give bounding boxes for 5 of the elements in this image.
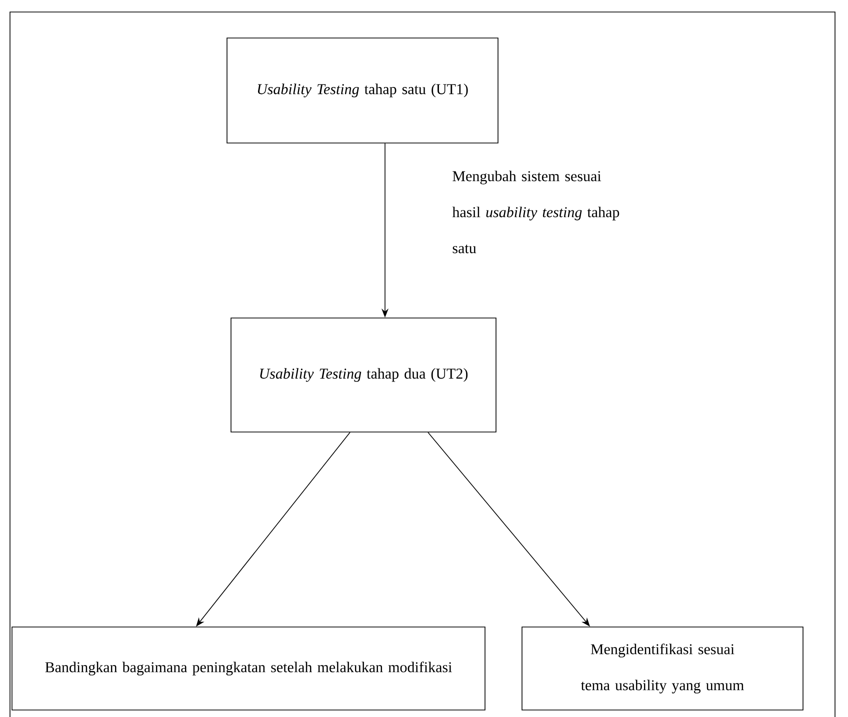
edge-label: Mengubah sistem sesuai hasil usability testing tahap satu: [452, 170, 620, 254]
process-box: Bandingkan bagaimana peningkatan setelah melakukan modifikasi: [12, 626, 486, 710]
process-box: Mengidentifikasi sesuai tema usability yang umum: [522, 626, 804, 710]
process-box: Usability Testing tahap satu (UT1): [226, 38, 498, 144]
process-box: Usability Testing tahap dua (UT2): [230, 318, 496, 432]
